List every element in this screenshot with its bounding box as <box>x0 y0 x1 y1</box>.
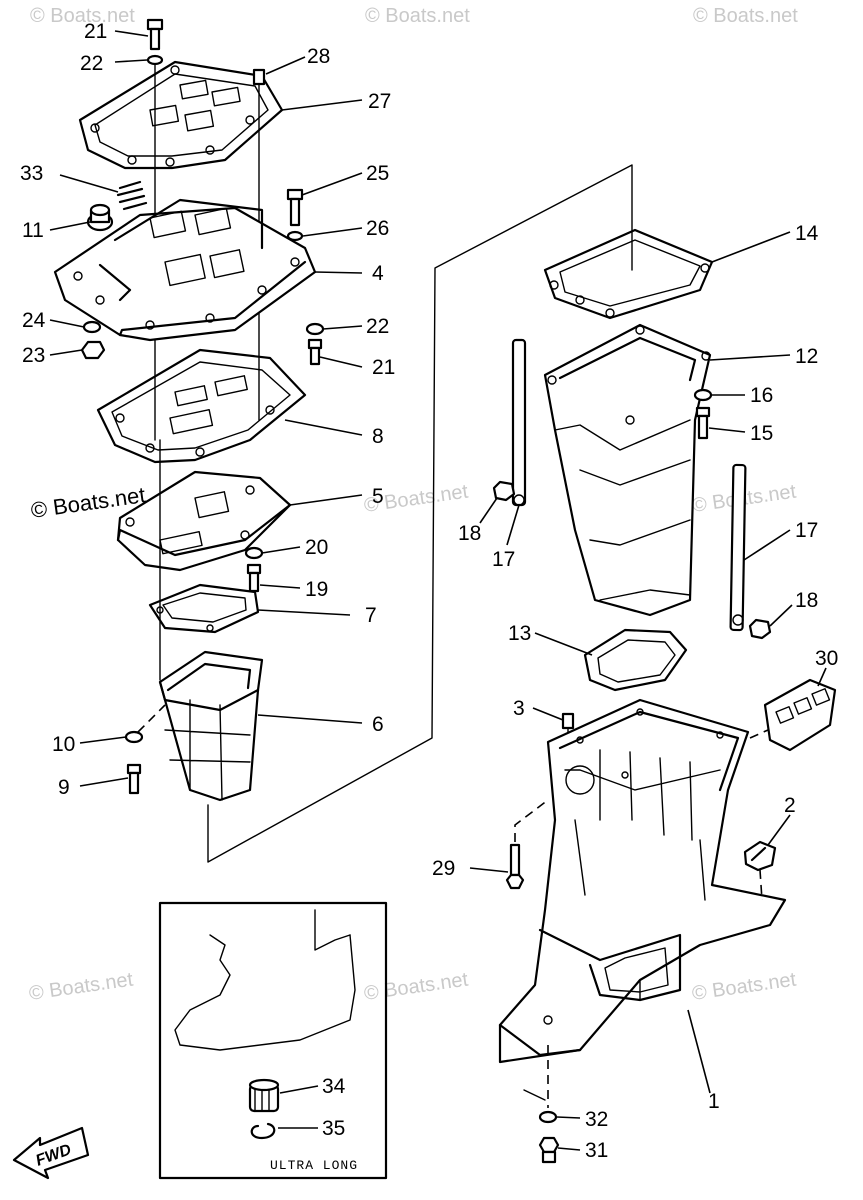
part-34-gear <box>248 1078 280 1113</box>
callout-1: 1 <box>708 1090 720 1113</box>
watermark-top-left: © Boats.net <box>30 5 135 27</box>
callout-15: 15 <box>750 422 773 445</box>
part-29-bolt <box>505 843 525 890</box>
callout-22-top: 22 <box>80 52 103 75</box>
part-7-gasket <box>148 583 260 634</box>
callout-21-top: 21 <box>84 20 107 43</box>
callout-labels: 21 22 28 27 33 11 25 26 4 24 23 22 21 8 … <box>20 20 838 1162</box>
callout-26: 26 <box>366 217 389 240</box>
callout-8: 8 <box>372 425 384 448</box>
callout-17-left: 17 <box>492 548 515 571</box>
part-35-clip <box>250 1122 276 1140</box>
part-30-rubber-mount <box>763 678 837 752</box>
part-22-washer-top <box>146 54 164 66</box>
callout-24: 24 <box>22 309 46 332</box>
callout-9: 9 <box>58 776 70 799</box>
part-4-exhaust-guide <box>53 198 317 342</box>
callout-35: 35 <box>322 1117 345 1140</box>
callout-27: 27 <box>368 90 391 113</box>
part-33-spring <box>116 180 148 211</box>
part-27-gasket <box>78 60 284 170</box>
callout-18-right: 18 <box>795 589 818 612</box>
callout-5: 5 <box>372 485 384 508</box>
callout-16: 16 <box>750 384 773 407</box>
callout-14: 14 <box>795 222 819 245</box>
watermark-bottom-center: © Boats.net <box>363 969 470 1005</box>
part-21-bolt-top <box>146 18 164 51</box>
dash-30-to-1 <box>749 729 769 739</box>
part-8-gasket <box>96 348 307 464</box>
part-19-bolt <box>246 563 262 593</box>
part-17-seal-right <box>729 463 747 632</box>
fwd-arrow: FWD <box>12 1126 90 1180</box>
part-32-washer <box>538 1110 558 1124</box>
part-pin-bottom <box>523 1089 546 1101</box>
part-25-bolt <box>286 188 304 227</box>
part-14-gasket <box>543 228 714 320</box>
part-6-exhaust-pipe <box>158 650 264 802</box>
callout-18-left: 18 <box>458 522 481 545</box>
inset-label: ULTRA LONG <box>270 1158 358 1173</box>
callout-32: 32 <box>585 1108 608 1131</box>
part-15-bolt <box>695 406 711 440</box>
part-11-grommet <box>86 203 114 232</box>
part-23-nut <box>80 340 106 360</box>
callout-30: 30 <box>815 647 838 670</box>
callout-25: 25 <box>366 162 389 185</box>
part-28-dowel-pin <box>252 68 266 86</box>
callout-13: 13 <box>508 622 531 645</box>
part-5-plate <box>116 470 292 572</box>
callout-22-right: 22 <box>366 315 389 338</box>
part-17-seal-left <box>511 338 527 507</box>
watermark-bottom-right: © Boats.net <box>691 969 798 1005</box>
watermark-top-center: © Boats.net <box>365 5 470 27</box>
assembly-dash-lines <box>207 164 633 863</box>
dash-29-to-1 <box>514 799 549 842</box>
callout-28: 28 <box>307 45 330 68</box>
watermark-top-right: © Boats.net <box>693 5 798 27</box>
callout-3: 3 <box>513 697 525 720</box>
dash-10-to-6 <box>137 704 166 733</box>
callout-7: 7 <box>365 604 377 627</box>
callout-20: 20 <box>305 536 328 559</box>
part-16-washer <box>693 388 713 402</box>
part-18-nut-left <box>492 480 516 502</box>
callout-33: 33 <box>20 162 43 185</box>
callout-12: 12 <box>795 345 818 368</box>
callout-10: 10 <box>52 733 75 756</box>
callout-19: 19 <box>305 578 328 601</box>
callout-31: 31 <box>585 1139 608 1162</box>
leader-lines <box>49 30 827 1151</box>
part-9-bolt <box>126 763 142 795</box>
part-13-seal <box>583 628 688 692</box>
callout-34: 34 <box>322 1075 346 1098</box>
part-3-dowel <box>561 712 575 730</box>
callout-11: 11 <box>22 219 44 242</box>
part-12-upper-casing <box>543 323 712 617</box>
part-26-washer <box>286 230 304 242</box>
part-2-cap <box>743 840 777 872</box>
callout-2: 2 <box>784 794 796 817</box>
part-21-bolt-right <box>307 338 323 366</box>
part-22-washer-right <box>305 322 325 336</box>
callout-6: 6 <box>372 713 384 736</box>
part-18-nut-right <box>748 618 772 640</box>
dash-2-to-1 <box>759 869 763 901</box>
part-31-nut <box>538 1136 560 1164</box>
part-24-washer <box>82 320 102 334</box>
watermark-bottom-left: © Boats.net <box>28 969 135 1005</box>
callout-23: 23 <box>22 344 45 367</box>
part-20-washer <box>244 546 264 560</box>
callout-29: 29 <box>432 857 455 880</box>
part-1-drive-shaft-housing <box>498 698 787 1064</box>
part-10-washer <box>124 730 144 744</box>
callout-4: 4 <box>372 262 384 285</box>
callout-17-right: 17 <box>795 519 818 542</box>
callout-21-right: 21 <box>372 356 395 379</box>
inset-ultra-long: ULTRA LONG <box>158 901 388 1180</box>
